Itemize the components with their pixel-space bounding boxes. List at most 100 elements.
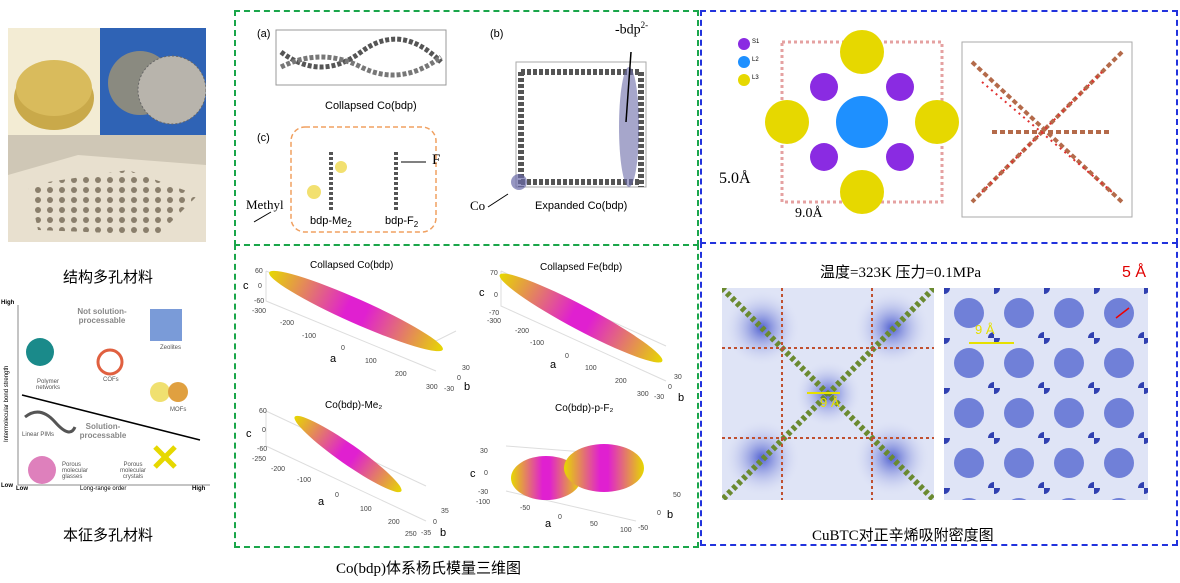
- tick: 50: [590, 521, 598, 528]
- cubtc-pore-structure: [738, 30, 1133, 218]
- tick: -70: [489, 310, 500, 317]
- plot-collapsed-fe: [499, 270, 667, 382]
- porous-spheres-photo: [100, 28, 206, 135]
- tick: 0: [457, 375, 461, 382]
- tick: -300: [487, 318, 502, 325]
- y-low-label: Low: [1, 483, 13, 489]
- intrinsic-porous-caption: 本征多孔材料: [63, 528, 154, 544]
- legend-l3-dot: [738, 74, 750, 86]
- tick: -60: [257, 446, 268, 453]
- tick: 300: [426, 384, 438, 391]
- tick: 100: [585, 365, 597, 372]
- tick: 0: [258, 283, 262, 290]
- tick: -30: [654, 394, 665, 401]
- distance-5a-label: 5.0Å: [719, 170, 751, 187]
- axis-a: a: [550, 359, 557, 371]
- tick: 30: [480, 448, 488, 455]
- tick: -300: [252, 308, 267, 315]
- linear-pims-label: Linear PIMs: [22, 432, 55, 438]
- tick: 100: [365, 358, 377, 365]
- green-panel-bottom: [234, 244, 699, 548]
- map-9a-left-label: 9 Å: [820, 395, 840, 410]
- co-label: Co: [470, 198, 486, 213]
- axis-a: a: [545, 518, 552, 530]
- plot-co-pf2: [505, 444, 644, 522]
- not-solution-processable-label: Not solution-processable: [77, 307, 127, 325]
- f-label: F: [432, 152, 441, 168]
- youngs-modulus-caption: Co(bdp)体系杨氏模量三维图: [336, 561, 521, 577]
- tick: 0: [262, 427, 266, 434]
- porous-molecular-glasses-label: Porous molecular glasses: [62, 462, 89, 480]
- expanded-co-bdp-label: Expanded Co(bdp): [535, 200, 628, 212]
- tick: -30: [478, 489, 489, 496]
- plot-title-collapsed-co: Collapsed Co(bdp): [310, 260, 394, 271]
- label-c: (c): [257, 132, 270, 144]
- blue-panel-bottom: [700, 242, 1178, 546]
- tick: 100: [360, 506, 372, 513]
- adsorption-density-map-right: [944, 288, 1148, 500]
- bdp-f2-label: bdp-F2: [385, 215, 419, 230]
- porous-molecular-crystals-label: Porous molecular crystals: [119, 462, 146, 480]
- mofs-label: MOFs: [170, 407, 187, 413]
- axis-c: c: [246, 428, 252, 440]
- tick: 0: [565, 353, 569, 360]
- plot-collapsed-co: [265, 270, 457, 372]
- tick: 35: [441, 508, 449, 515]
- tick: 300: [637, 391, 649, 398]
- mof-structure-diagram: [253, 29, 647, 233]
- tick: -60: [254, 298, 265, 305]
- tick: 30: [674, 374, 682, 381]
- tick: 100: [620, 527, 632, 534]
- sponge-photo: [8, 28, 100, 135]
- adsorption-density-caption: CuBTC对正辛烯吸附密度图: [812, 528, 994, 544]
- porous-ceramic-photo: [8, 135, 206, 242]
- label-a: (a): [257, 28, 271, 40]
- adsorption-density-map-left: [722, 288, 934, 500]
- label-b: (b): [490, 28, 504, 40]
- structural-porous-caption: 结构多孔材料: [63, 270, 154, 286]
- tick: -200: [280, 320, 295, 327]
- tick: -200: [271, 466, 286, 473]
- bdp-label: -bdp2-: [615, 20, 649, 38]
- tick: 0: [494, 292, 498, 299]
- tick: 0: [341, 345, 345, 352]
- solution-processable-label: Solution-processable: [79, 422, 127, 440]
- polymer-networks-label: Polymer networks: [35, 379, 60, 391]
- axis-b: b: [678, 392, 685, 404]
- tick: -250: [252, 456, 267, 463]
- tick: 30: [462, 365, 470, 372]
- tick: 200: [615, 378, 627, 385]
- legend-s1-dot: [738, 38, 750, 50]
- tick: -30: [444, 386, 455, 393]
- legend-l3: L3: [752, 75, 759, 81]
- map-5a-label: 5 Å: [1122, 264, 1147, 281]
- tick: -100: [297, 477, 312, 484]
- tick: -100: [302, 333, 317, 340]
- tick: -50: [520, 505, 531, 512]
- plot-title-co-pf2: Co(bdp)-p-F₂: [555, 403, 614, 414]
- tick: 200: [395, 371, 407, 378]
- legend-s1: S1: [752, 39, 760, 45]
- tick: -100: [476, 499, 491, 506]
- tick: 250: [405, 531, 417, 538]
- tick: 0: [558, 514, 562, 521]
- tick: 50: [673, 492, 681, 499]
- tick: 60: [259, 408, 267, 415]
- tick: -200: [515, 328, 530, 335]
- tick: -35: [421, 530, 432, 537]
- zeolites-label: Zeolites: [160, 345, 182, 351]
- distance-9a-label: 9.0Å: [795, 206, 823, 221]
- legend-l2-dot: [738, 56, 750, 68]
- tick: 0: [657, 510, 661, 517]
- tick: 0: [668, 384, 672, 391]
- plot-title-co-me2: Co(bdp)-Me₂: [325, 400, 383, 411]
- ligand-box: [290, 126, 437, 233]
- x-high-label: High: [192, 486, 206, 492]
- tick: -50: [638, 525, 649, 532]
- x-axis-label: Long-range order: [80, 486, 127, 492]
- axis-c: c: [470, 468, 476, 480]
- axis-a: a: [330, 353, 337, 365]
- tick: 200: [388, 519, 400, 526]
- x-low-label: Low: [16, 486, 28, 492]
- tick: 0: [484, 470, 488, 477]
